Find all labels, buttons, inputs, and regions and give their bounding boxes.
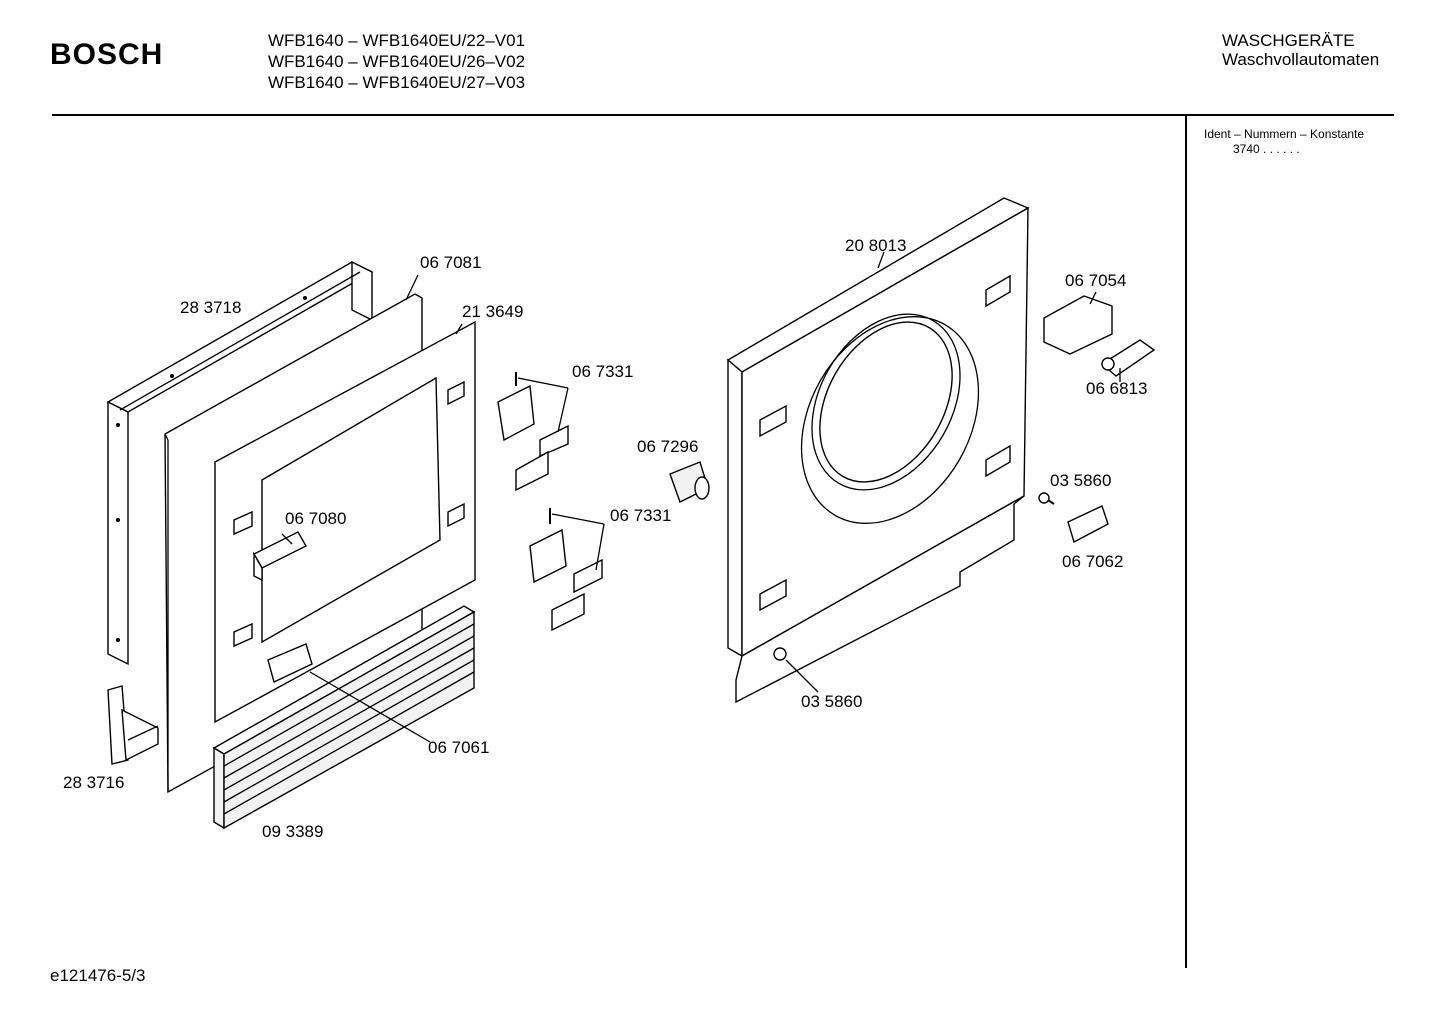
- ident-value: 3740 . . . . . .: [1233, 142, 1300, 156]
- header-divider: [52, 114, 1394, 116]
- latch-067331-bottom: [529, 508, 603, 632]
- bracket-283716: [107, 685, 159, 765]
- screw-035860-right: [1038, 492, 1055, 505]
- part-label-213649: 21 3649: [462, 302, 524, 321]
- document-id: e121476-5/3: [50, 966, 146, 985]
- model-list: WFB1640 – WFB1640EU/22–V01 WFB1640 – WFB…: [268, 30, 525, 93]
- hook-066813: [1100, 339, 1156, 377]
- hinge-067080: [253, 531, 307, 582]
- part-label-067061: 06 7061: [428, 738, 490, 757]
- hinge-067054: [1043, 295, 1113, 355]
- front-panel-208013: [726, 197, 1030, 704]
- ident-title: Ident – Nummern – Konstante: [1204, 127, 1365, 141]
- part-label-067331-top: 06 7331: [572, 362, 634, 381]
- part-label-035860-bottom: 03 5860: [801, 692, 863, 711]
- part-label-067081: 06 7081: [420, 253, 482, 272]
- sidebar-divider: [1185, 116, 1187, 968]
- cover-067062: [1067, 505, 1109, 544]
- model-line: WFB1640 – WFB1640EU/26–V02: [268, 52, 526, 71]
- part-label-066813: 06 6813: [1086, 379, 1148, 398]
- door-frame-213649: [214, 320, 476, 724]
- part-label-283718: 28 3718: [180, 298, 242, 317]
- category-subtitle: Waschvollautomaten: [1222, 50, 1380, 69]
- latch-067331-top: [497, 372, 569, 492]
- category-block: WASCHGERÄTE Waschvollautomaten: [1222, 31, 1379, 69]
- part-label-208013: 20 8013: [845, 236, 907, 255]
- leader-lines: [281, 251, 1121, 743]
- brand-logo: BOSCH: [50, 38, 164, 71]
- part-label-035860-right: 03 5860: [1050, 471, 1112, 490]
- part-label-067054: 06 7054: [1065, 271, 1127, 290]
- part-label-283716: 28 3716: [63, 773, 125, 792]
- category-title: WASCHGERÄTE: [1222, 31, 1355, 50]
- knob-067296: [669, 461, 710, 503]
- part-label-067331-bottom: 06 7331: [610, 506, 672, 525]
- model-line: WFB1640 – WFB1640EU/22–V01: [268, 31, 526, 50]
- part-label-067080: 06 7080: [285, 509, 347, 528]
- frame-strip-283718: [106, 260, 374, 666]
- ident-block: Ident – Nummern – Konstante 3740 . . . .…: [1204, 127, 1364, 157]
- model-line: WFB1640 – WFB1640EU/27–V03: [268, 73, 526, 92]
- part-label-093389: 09 3389: [262, 822, 324, 841]
- part-label-067296: 06 7296: [637, 437, 699, 456]
- part-label-067062: 06 7062: [1062, 552, 1124, 571]
